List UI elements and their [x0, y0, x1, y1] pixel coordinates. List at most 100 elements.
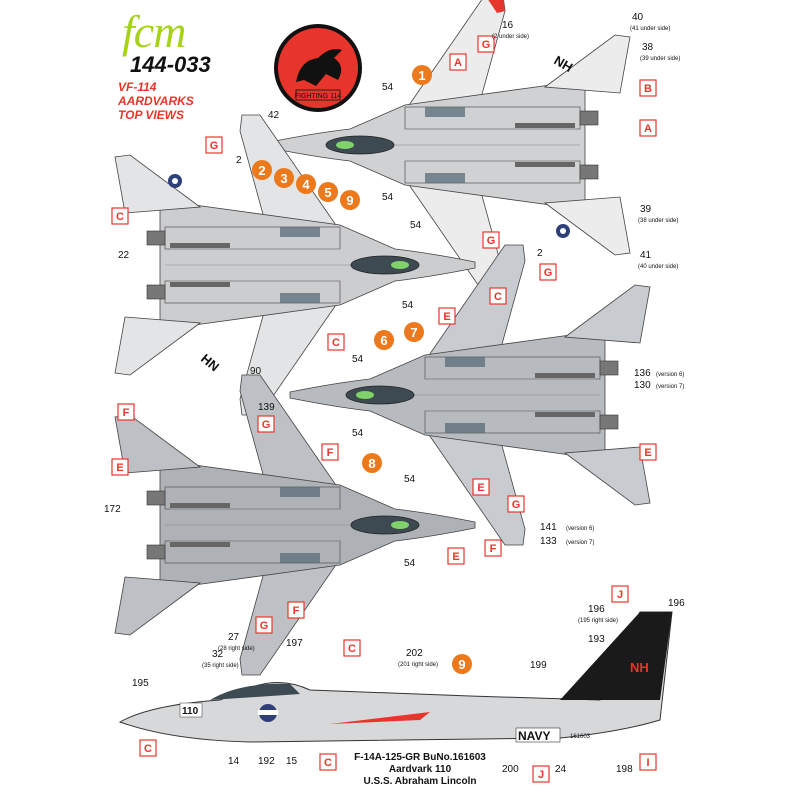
svg-text:G: G: [262, 419, 271, 431]
svg-text:G: G: [260, 620, 269, 632]
callout-number: 40: [632, 12, 644, 23]
callout-f: F: [117, 403, 135, 421]
callout-j: J: [532, 765, 550, 783]
callout-number: (38 under side): [638, 218, 678, 224]
modex: 110: [182, 706, 199, 717]
callout-number: 199: [530, 660, 547, 671]
callout-j: J: [611, 585, 629, 603]
number-callouts: 16(2 under side)40(41 under side)38(39 u…: [104, 12, 685, 775]
tail-code-bottom: HN: [198, 351, 222, 375]
callout-f: F: [484, 539, 502, 557]
svg-text:F: F: [490, 543, 497, 555]
callout-number: 38: [642, 42, 654, 53]
callout-number: 200: [502, 764, 519, 775]
svg-text:F: F: [327, 447, 334, 459]
version-number: 4: [302, 177, 310, 192]
svg-text:B: B: [644, 83, 652, 95]
callout-number: (39 under side): [640, 56, 680, 62]
svg-text:E: E: [443, 311, 450, 323]
squadron-title: VF-114: [118, 80, 157, 94]
callout-number: 27: [228, 632, 240, 643]
callout-g: G: [205, 136, 223, 154]
version-circle: 9: [340, 190, 360, 210]
callout-a: A: [639, 119, 657, 137]
tail-code-side: NH: [630, 660, 649, 675]
callout-number: 54: [404, 558, 416, 569]
svg-text:G: G: [487, 235, 496, 247]
callout-number: 90: [250, 366, 262, 377]
squadron-emblem: FIGHTING 114: [274, 24, 362, 112]
callout-e: E: [639, 443, 657, 461]
callout-number: 136: [634, 368, 651, 379]
callout-number: 196: [588, 604, 605, 615]
callout-number: 32: [212, 649, 224, 660]
callout-g: G: [539, 263, 557, 281]
callout-number: 192: [258, 756, 275, 767]
callout-f: F: [321, 443, 339, 461]
version-circle: 3: [274, 168, 294, 188]
callout-c: C: [111, 207, 129, 225]
callout-number: 2: [537, 248, 543, 259]
aircraft-view-2: [114, 114, 476, 416]
callout-number: 2: [236, 155, 242, 166]
profile-info: F-14A-125-GR BuNo.161603 Aardvark 110 U.…: [340, 752, 500, 788]
callout-number: (version 7): [656, 384, 684, 390]
callout-number: 54: [404, 474, 416, 485]
svg-text:G: G: [482, 39, 491, 51]
callout-number: 16: [502, 20, 514, 31]
callout-number: 54: [382, 192, 394, 203]
callout-number: 130: [634, 380, 651, 391]
version-number: 8: [368, 456, 375, 471]
callout-number: 195: [132, 678, 149, 689]
version-number: 9: [346, 193, 353, 208]
svg-text:C: C: [332, 337, 340, 349]
callout-number: 133: [540, 536, 557, 547]
callout-number: 193: [588, 634, 605, 645]
callout-number: 39: [640, 204, 652, 215]
navy-marking: NAVY: [518, 729, 550, 743]
version-circle: 8: [362, 453, 382, 473]
callout-number: 42: [268, 110, 280, 121]
version-number: 6: [380, 333, 387, 348]
svg-text:E: E: [477, 482, 484, 494]
brand-logo: fcm: [122, 6, 186, 57]
svg-text:E: E: [116, 462, 123, 474]
version-circle: 7: [404, 322, 424, 342]
callout-number: 15: [286, 756, 298, 767]
callout-a: A: [449, 53, 467, 71]
svg-text:G: G: [210, 140, 219, 152]
callout-number: 54: [402, 300, 414, 311]
svg-text:J: J: [617, 589, 623, 601]
svg-text:C: C: [494, 291, 502, 303]
svg-text:C: C: [324, 757, 332, 769]
callout-number: 172: [104, 504, 121, 515]
squadron-nickname: AARDVARKS: [118, 94, 194, 108]
callout-number: 198: [616, 764, 633, 775]
callout-number: (2 under side): [492, 34, 529, 40]
callout-b: B: [639, 79, 657, 97]
callout-e: E: [438, 307, 456, 325]
callout-c: C: [139, 739, 157, 757]
svg-text:A: A: [454, 57, 462, 69]
callout-c: C: [319, 753, 337, 771]
callout-number: 22: [118, 250, 130, 261]
callout-number: 54: [382, 82, 394, 93]
callout-number: 24: [555, 764, 567, 775]
callout-c: C: [327, 333, 345, 351]
svg-text:C: C: [144, 743, 152, 755]
callout-e: E: [111, 458, 129, 476]
callout-g: G: [257, 415, 275, 433]
version-number: 5: [324, 185, 331, 200]
callout-c: C: [489, 287, 507, 305]
callout-number: 196: [668, 598, 685, 609]
version-circle: 4: [296, 174, 316, 194]
svg-text:G: G: [544, 267, 553, 279]
version-number: 7: [410, 325, 417, 340]
svg-text:J: J: [538, 769, 544, 781]
callout-g: G: [482, 231, 500, 249]
callout-number: (version 6): [656, 372, 684, 378]
